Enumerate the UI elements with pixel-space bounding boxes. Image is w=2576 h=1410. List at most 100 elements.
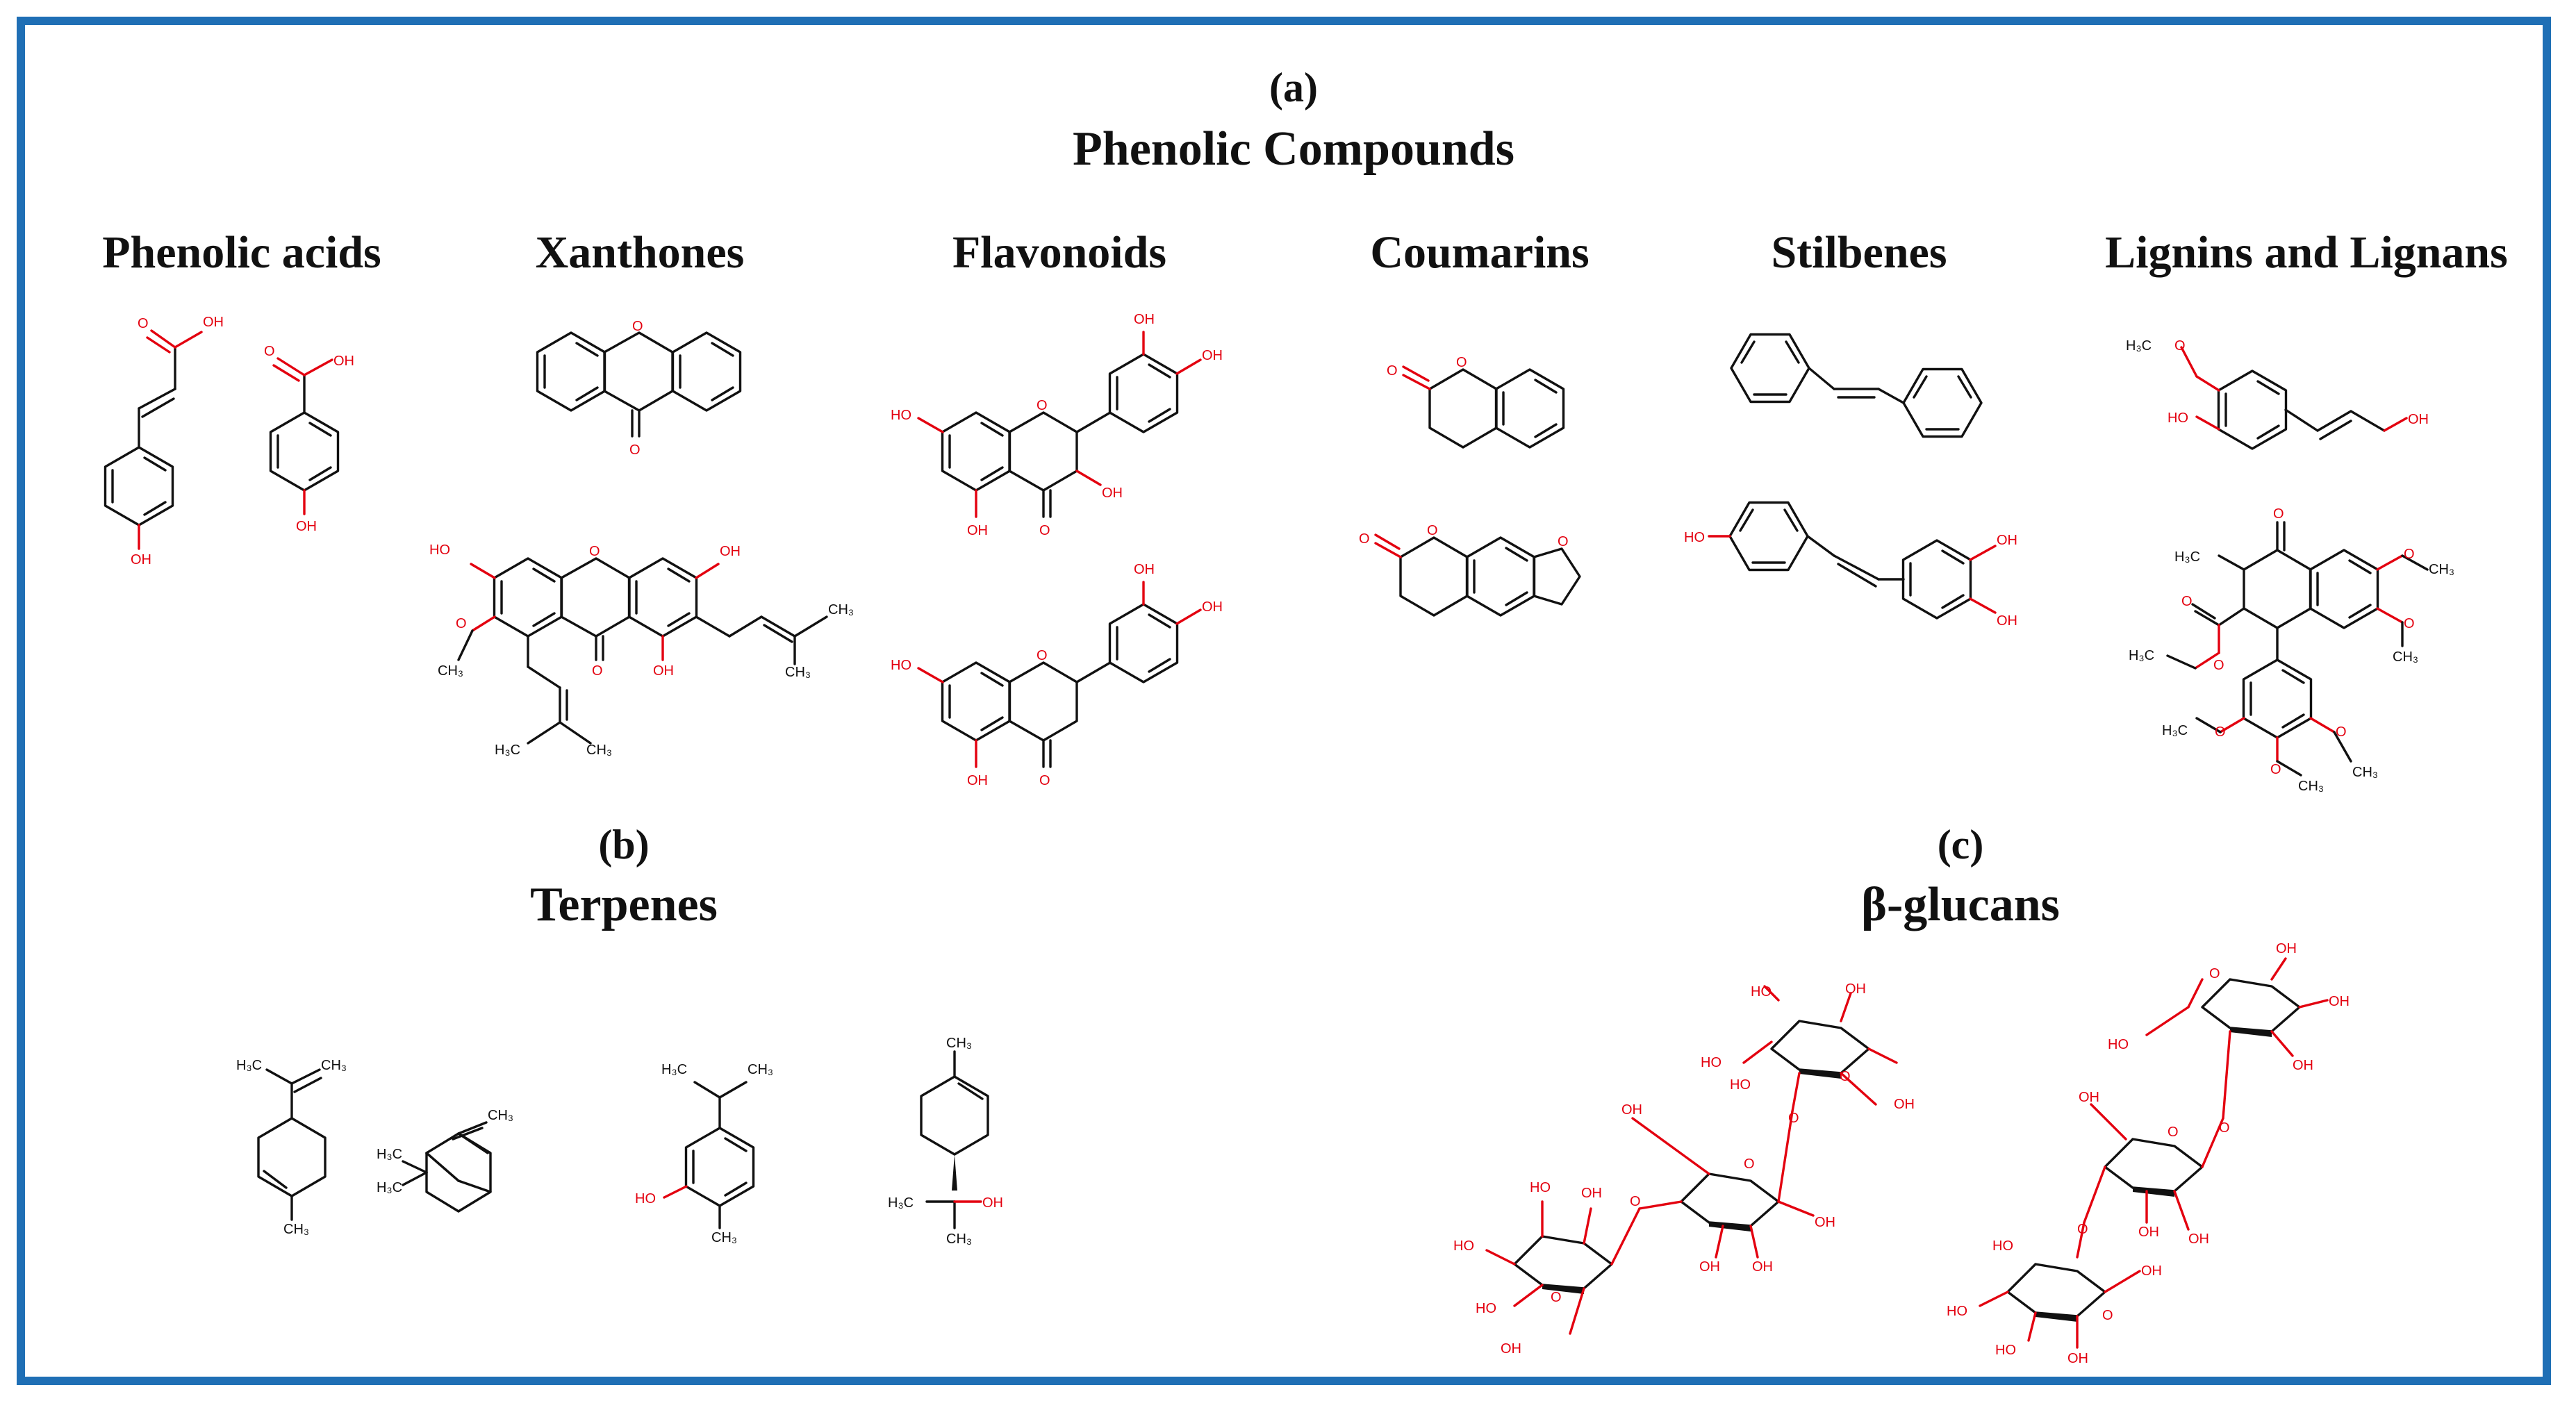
panel-c-letter: (c) (1938, 822, 1984, 868)
label-oh: OH (967, 523, 988, 538)
label-oh: OH (1202, 599, 1223, 615)
structure-coniferyl-alcohol: H₃C O HO OH (2126, 338, 2429, 450)
label-ch3: CH₃ (946, 1231, 972, 1247)
label-oh: OH (1699, 1259, 1720, 1275)
label-ch3: CH₃ (2352, 765, 2378, 780)
panel-c-title: β-glucans (1861, 878, 2060, 931)
label-o: O (2077, 1222, 2088, 1237)
label-oh: OH (2079, 1090, 2099, 1105)
label-oh: OH (1815, 1215, 1835, 1230)
structure-lignan: O H₃C O O H₃C O CH₃ O CH₃ H₃C O O CH₃ O … (2129, 506, 2454, 794)
label-o: O (2336, 724, 2347, 740)
label-ch3: CH₃ (2393, 649, 2418, 665)
label-oh: OH (131, 552, 151, 567)
label-o: O (2404, 547, 2415, 562)
class-phenolic-acids: Phenolic acids (102, 227, 381, 278)
structure-alpha-mangostin: HO O OH O CH₃ O OH CH₃ CH₃ H₃C CH₃ (429, 542, 854, 758)
label-o: O (1427, 523, 1438, 538)
label-oh: OH (1102, 486, 1123, 501)
label-oh: OH (1752, 1259, 1773, 1275)
label-ch3: CH₃ (946, 1036, 972, 1051)
label-oh: OH (2276, 941, 2297, 956)
structure-xanthone: O O (536, 319, 742, 458)
label-h3c: H₃C (2129, 648, 2154, 663)
label-ho: HO (1476, 1301, 1496, 1316)
figure-frame (17, 17, 2551, 1385)
label-oh: OH (1997, 613, 2017, 629)
label-h3c: H₃C (2126, 338, 2152, 354)
label-o: O (2219, 1120, 2230, 1136)
structure-quercetin: OH OH O HO OH OH O (891, 312, 1223, 538)
label-o: O (2174, 338, 2186, 354)
panel-b-letter: (b) (598, 822, 649, 868)
label-h3c: H₃C (236, 1058, 262, 1073)
label-ho: HO (1751, 984, 1772, 1000)
structure-alpha-pinene: CH₃ H₃C H₃C (377, 1108, 513, 1213)
label-o: O (2102, 1308, 2113, 1323)
label-o: O (1039, 523, 1050, 538)
label-o: O (632, 319, 643, 334)
label-o: O (629, 442, 641, 458)
label-o: O (1630, 1194, 1641, 1209)
label-oh: OH (203, 315, 224, 330)
structure-limonene: H₃C CH₃ CH₃ (236, 1058, 347, 1237)
label-o: O (2213, 658, 2224, 673)
label-ch3: CH₃ (828, 602, 854, 617)
label-o: O (456, 616, 467, 631)
label-oh: OH (1621, 1102, 1642, 1118)
label-oh: OH (720, 544, 741, 559)
label-oh: OH (2067, 1351, 2088, 1366)
label-ho: HO (429, 542, 450, 558)
label-h3c: H₃C (377, 1147, 402, 1162)
structure-psoralen: O O O (1359, 523, 1581, 617)
label-oh: OH (653, 663, 674, 679)
label-o: O (1744, 1156, 1755, 1172)
label-ch3: CH₃ (785, 665, 811, 680)
label-ho: HO (635, 1191, 656, 1206)
label-ho: HO (2168, 410, 2188, 426)
label-ch3: CH₃ (711, 1230, 737, 1245)
structure-p-hydroxybenzoic-acid: OH O OH (264, 344, 354, 534)
label-o: O (589, 544, 600, 559)
label-ch3: CH₃ (2429, 562, 2454, 577)
class-coumarins: Coumarins (1370, 227, 1589, 278)
label-oh: OH (982, 1195, 1003, 1211)
label-ch3: CH₃ (283, 1222, 309, 1237)
label-ho: HO (1453, 1238, 1474, 1254)
class-xanthones: Xanthones (536, 227, 745, 278)
label-ho: HO (1947, 1304, 1967, 1319)
label-h3c: H₃C (2162, 723, 2188, 738)
label-o: O (592, 663, 603, 679)
label-o: O (1037, 648, 1048, 663)
label-ho: HO (1530, 1180, 1551, 1195)
label-oh: OH (2138, 1225, 2159, 1240)
label-oh: OH (2329, 994, 2350, 1009)
label-o: O (2404, 616, 2415, 631)
label-ch3: CH₃ (2298, 779, 2324, 794)
label-oh: OH (1134, 562, 1155, 577)
label-ch3: CH₃ (586, 743, 612, 758)
label-oh: OH (2293, 1058, 2313, 1073)
structure-glucan-trisaccharide-2: OH O OH HO OH O OH O O OH OH HO HO O OH … (1947, 941, 2350, 1366)
label-oh: OH (333, 354, 354, 369)
label-ch3: CH₃ (488, 1108, 513, 1123)
label-oh: OH (1894, 1097, 1915, 1112)
class-flavonoids: Flavonoids (952, 227, 1166, 278)
label-h3c: H₃C (2174, 549, 2200, 565)
label-ho: HO (891, 658, 911, 673)
class-stilbenes: Stilbenes (1771, 227, 1947, 278)
label-o: O (2270, 762, 2281, 777)
label-ho: HO (1684, 530, 1705, 545)
label-ch3: CH₃ (438, 663, 463, 679)
label-o: O (2168, 1125, 2179, 1140)
structure-carvacrol: H₃C CH₃ HO CH₃ (635, 1062, 773, 1245)
class-lignins: Lignins and Lignans (2105, 227, 2508, 278)
label-o: O (2209, 966, 2220, 981)
label-h3c: H₃C (495, 743, 520, 758)
label-o: O (138, 316, 149, 331)
structure-luteolin: OH OH O HO OH O (891, 562, 1223, 788)
label-oh: OH (296, 519, 317, 534)
panel-b-title: Terpenes (530, 878, 718, 931)
label-oh: OH (1202, 348, 1223, 363)
